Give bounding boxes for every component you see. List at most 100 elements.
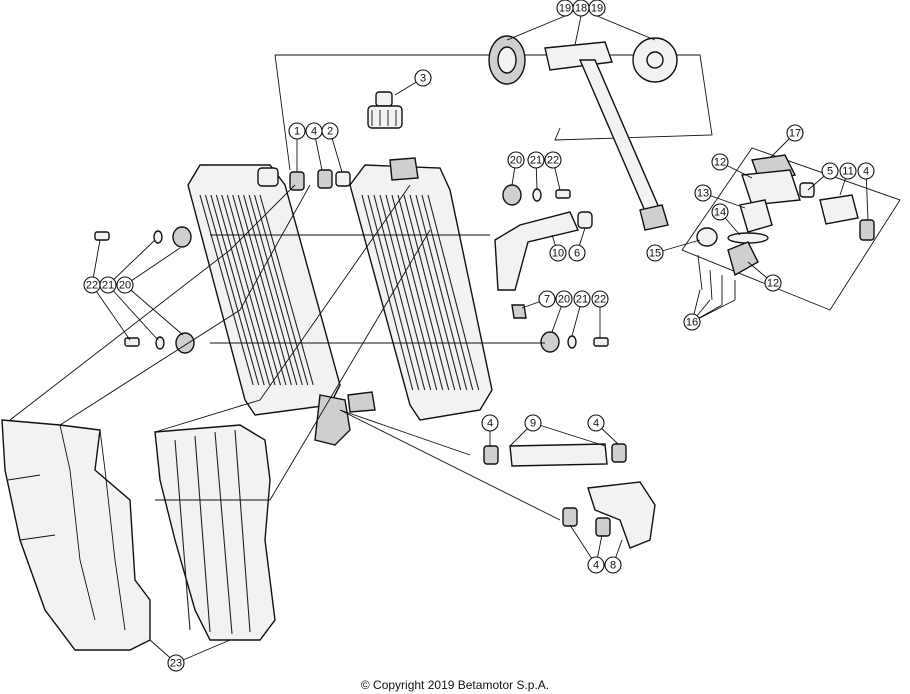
fasteners-upper-right [502, 184, 571, 206]
callout-20: 20 [507, 151, 525, 169]
callout-4: 4 [587, 414, 605, 432]
callout-circle [167, 654, 185, 672]
callout-circle [683, 313, 701, 331]
callout-3: 3 [414, 69, 432, 87]
callout-number: 20 [119, 280, 131, 292]
callout-circle [321, 122, 339, 140]
callout-circle [711, 153, 729, 171]
callout-12: 12 [711, 153, 729, 171]
callout-number: 13 [697, 188, 709, 200]
callout-number: 3 [420, 73, 426, 85]
callout-number: 21 [576, 294, 588, 306]
callout-2: 2 [321, 122, 339, 140]
callout-22: 22 [591, 290, 609, 308]
callout-18: 18 [572, 0, 590, 17]
callout-number: 12 [714, 157, 726, 169]
callout-number: 2 [327, 126, 333, 138]
callout-19: 19 [556, 0, 574, 17]
radiator-fin [232, 194, 287, 386]
callout-number: 7 [544, 294, 550, 306]
callout-circle [549, 244, 567, 262]
right-radiator-louvre [154, 424, 276, 641]
radiator-fin [385, 194, 438, 391]
callout-number: 21 [102, 280, 114, 292]
hose-clamps-top [289, 169, 351, 191]
fasteners-lower-left [124, 332, 195, 354]
callout-10: 10 [549, 244, 567, 262]
right-radiator [347, 157, 493, 421]
callout-number: 21 [530, 155, 542, 167]
callout-8: 8 [604, 556, 622, 574]
filler-neck [389, 157, 419, 181]
radiator-fin [373, 194, 426, 391]
callout-number: 22 [86, 280, 98, 292]
callout-6: 6 [568, 244, 586, 262]
callout-number: 16 [686, 317, 698, 329]
callout-circle [288, 122, 306, 140]
callout-circle [116, 276, 134, 294]
radiator-fin [415, 194, 468, 391]
radiator-fin [391, 194, 444, 391]
callout-4: 4 [481, 414, 499, 432]
callout-number: 11 [842, 166, 853, 178]
callout-circle [587, 556, 605, 574]
radiator-fin [379, 194, 432, 391]
callout-number: 19 [591, 3, 603, 15]
callout-circle [568, 244, 586, 262]
callout-21: 21 [99, 276, 117, 294]
callout-number: 19 [559, 3, 571, 15]
callout-22: 22 [544, 151, 562, 169]
callout-circle [555, 290, 573, 308]
callout-number: 23 [170, 658, 182, 670]
radiator-fin [199, 194, 254, 386]
radiator-fin [427, 194, 480, 391]
left-radiator-shroud [1, 419, 151, 651]
callout-number: 4 [487, 418, 493, 430]
callout-20: 20 [555, 290, 573, 308]
right-radiator-outlet [347, 391, 376, 413]
hose-9 [483, 443, 627, 467]
callout-4: 4 [305, 122, 323, 140]
callout-5: 5 [821, 162, 839, 180]
callout-circle [857, 162, 875, 180]
callout-number: 22 [547, 155, 559, 167]
callout-circle [591, 290, 609, 308]
callout-13: 13 [694, 184, 712, 202]
callout-number: 4 [311, 126, 317, 138]
callout-14: 14 [711, 203, 729, 221]
callout-1: 1 [288, 122, 306, 140]
copyright-notice: © Copyright 2019 Betamotor S.p.A. [360, 678, 550, 692]
callout-circle [544, 151, 562, 169]
radiator-fin [221, 194, 276, 386]
callout-4: 4 [857, 162, 875, 180]
callout-circle [99, 276, 117, 294]
callout-15: 15 [646, 244, 664, 262]
callout-circle [481, 414, 499, 432]
radiator-fin [254, 194, 309, 386]
callout-16: 16 [683, 313, 701, 331]
radiator-fin [397, 194, 450, 391]
callout-circle [507, 151, 525, 169]
callout-7: 7 [538, 290, 556, 308]
left-radiator [187, 164, 351, 446]
radiator-cap [367, 91, 403, 129]
callout-21: 21 [573, 290, 591, 308]
callout-number: 5 [827, 166, 833, 178]
radiator-fin [204, 194, 260, 386]
callout-circle [839, 162, 857, 180]
left-radiator-outlet [314, 394, 351, 446]
callout-circle [524, 414, 542, 432]
callout-22: 22 [83, 276, 101, 294]
callout-circle [646, 244, 664, 262]
callout-23: 23 [167, 654, 185, 672]
callout-number: 17 [789, 128, 801, 140]
callout-number: 9 [530, 418, 536, 430]
callout-number: 6 [574, 248, 580, 260]
fasteners-lower-right [540, 331, 609, 353]
callout-4: 4 [587, 556, 605, 574]
callout-9: 9 [524, 414, 542, 432]
callout-number: 20 [558, 294, 570, 306]
hose-10 [494, 211, 593, 319]
